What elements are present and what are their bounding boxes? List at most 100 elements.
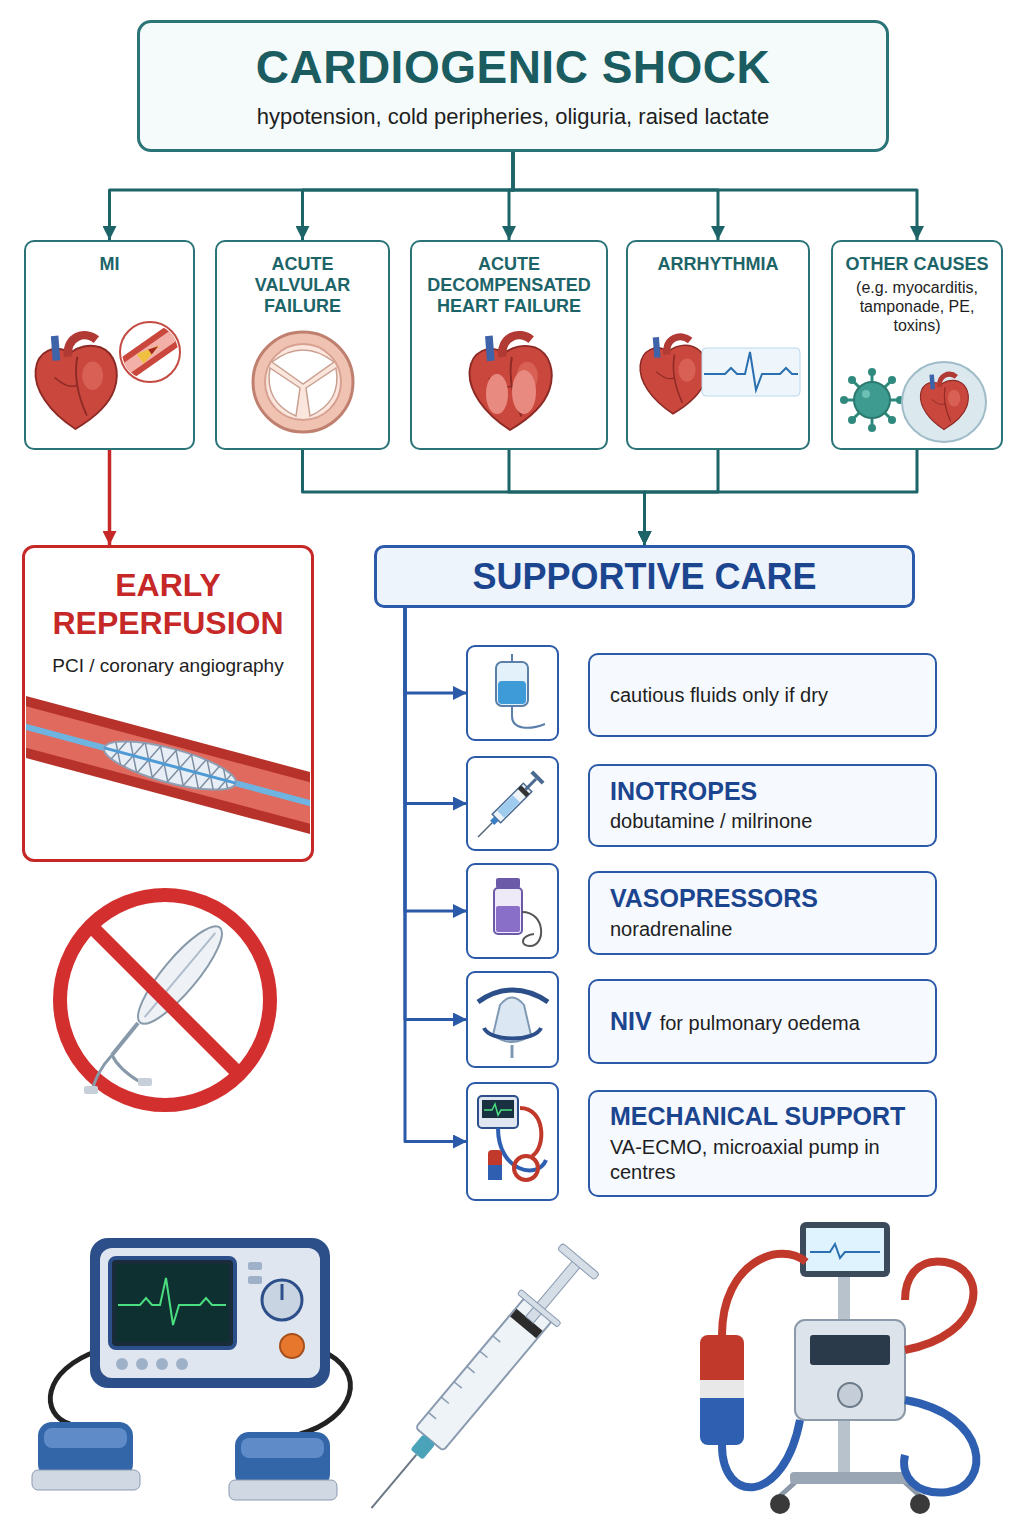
valve-illustration-part bbox=[269, 368, 300, 416]
box-heading: VASOPRESSORS bbox=[610, 884, 921, 913]
ecmo-illustration-part bbox=[806, 1228, 884, 1271]
other-causes-illustration-part bbox=[844, 372, 900, 428]
defibrillator-illustration-part bbox=[118, 1278, 226, 1325]
no-balloon-pump-symbol-part bbox=[112, 1023, 138, 1055]
syringe-illustration-part bbox=[557, 1243, 599, 1280]
therapy-row: cautious fluids only if dry bbox=[467, 646, 937, 740]
mask-icon bbox=[478, 990, 548, 1058]
ecmo-illustration-part bbox=[910, 1494, 930, 1514]
ecmo-illustration-part bbox=[790, 1472, 910, 1484]
connector bbox=[405, 608, 467, 1020]
syringe-illustration-part bbox=[428, 1336, 500, 1419]
iv-bag-icon-part bbox=[511, 654, 513, 662]
therapy-panel: INOTROPES dobutamine / milrinone bbox=[588, 764, 937, 847]
arrhythmia-illustration-part bbox=[704, 352, 798, 390]
stent-illustration-part-part bbox=[87, 725, 256, 806]
therapy-panel: cautious fluids only if dry bbox=[588, 653, 937, 737]
connector bbox=[405, 608, 467, 911]
other-causes-illustration-part-part bbox=[888, 376, 896, 384]
box-heading: INOTROPES bbox=[610, 777, 921, 806]
mi-illustration-part-part-part bbox=[114, 322, 185, 382]
valve-illustration bbox=[253, 332, 353, 432]
valve-illustration-part bbox=[306, 368, 337, 416]
mi-illustration-part-part bbox=[114, 322, 185, 382]
connector bbox=[303, 152, 514, 240]
ecmo-illustration-part bbox=[810, 1335, 890, 1365]
heart-failure-illustration-part bbox=[470, 335, 552, 430]
defibrillator-illustration-part bbox=[116, 1264, 229, 1342]
heart-failure-illustration-part bbox=[512, 370, 536, 414]
defibrillator-illustration-part bbox=[156, 1358, 168, 1370]
other-causes-illustration-part-part bbox=[888, 416, 896, 424]
iv-bag-icon-part bbox=[512, 706, 545, 728]
ecmo-illustration-part bbox=[770, 1494, 790, 1514]
syringe-illustration-part-part bbox=[467, 1366, 475, 1372]
mi-illustration-part bbox=[35, 335, 116, 429]
defibrillator-illustration-part bbox=[100, 1248, 320, 1378]
stent-illustration-part-part bbox=[26, 724, 310, 807]
mechanical-support-icon-part bbox=[482, 1100, 514, 1118]
therapy-row: VASOPRESSORS noradrenaline bbox=[467, 864, 937, 958]
ecmo-illustration-part bbox=[800, 1222, 890, 1277]
therapy-icon-boxes-part bbox=[467, 972, 558, 1067]
defibrillator-illustration-part bbox=[262, 1280, 302, 1320]
box-heading: NIV bbox=[610, 1007, 652, 1036]
therapy-panel: VASOPRESSORS noradrenaline bbox=[588, 871, 937, 955]
arrhythmia-illustration-part bbox=[640, 337, 707, 414]
therapy-row: INOTROPES dobutamine / milrinone bbox=[467, 757, 937, 850]
defibrillator-illustration-part bbox=[90, 1238, 330, 1388]
box-heading: MI bbox=[32, 254, 187, 275]
mechanical-support-icon-part bbox=[478, 1096, 518, 1128]
box-heading: SUPPORTIVE CARE bbox=[472, 556, 816, 597]
mechanical-support-icon bbox=[478, 1096, 546, 1180]
no-balloon-pump-symbol-part bbox=[60, 895, 270, 1105]
other-causes-illustration-part bbox=[920, 374, 968, 429]
ecmo-illustration bbox=[700, 1222, 976, 1514]
mechanical-support-icon-part bbox=[514, 1156, 538, 1180]
vial-icon-part bbox=[496, 878, 520, 888]
syringe-illustration-part-part bbox=[454, 1382, 462, 1388]
defibrillator-illustration-part bbox=[110, 1258, 235, 1348]
box-body: (e.g. myocarditis, tamponade, PE, toxins… bbox=[839, 278, 995, 336]
ecmo-illustration-part bbox=[722, 1254, 806, 1335]
no-balloon-pump-symbol-part-part bbox=[145, 933, 216, 1017]
connector bbox=[405, 608, 467, 804]
defibrillator-illustration-part bbox=[44, 1428, 127, 1448]
therapy-text-group: NIVfor pulmonary oedema bbox=[610, 1007, 921, 1036]
stent-illustration bbox=[26, 695, 310, 836]
connector bbox=[110, 152, 514, 240]
box-body: PCI / coronary angiography bbox=[35, 655, 301, 678]
box-heading: OTHER CAUSES bbox=[839, 254, 995, 275]
ecmo-illustration-part bbox=[700, 1380, 744, 1398]
syringe-illustration-part-part bbox=[480, 1351, 488, 1357]
therapy-text-group: VASOPRESSORS noradrenaline bbox=[610, 884, 921, 942]
iv-bag-icon bbox=[496, 654, 545, 728]
heart-failure-illustration bbox=[470, 335, 552, 430]
heart-failure-illustration-part bbox=[486, 374, 508, 414]
care-box: SUPPORTIVE CARE bbox=[374, 545, 915, 608]
box-body: dobutamine / milrinone bbox=[610, 809, 921, 834]
defibrillator-illustration-part bbox=[229, 1480, 337, 1500]
ecmo-illustration-part bbox=[795, 1320, 905, 1420]
syringe-icon-part bbox=[525, 779, 536, 790]
syringe-illustration-part-part bbox=[428, 1412, 436, 1418]
mi-illustration bbox=[35, 322, 185, 429]
vial-icon-part bbox=[496, 906, 520, 932]
connector bbox=[513, 152, 917, 240]
syringe-illustration-part bbox=[526, 1260, 581, 1323]
ecmo-illustration-part bbox=[905, 1262, 973, 1350]
syringe-icon-part bbox=[478, 823, 492, 837]
box-body: noradrenaline bbox=[610, 917, 921, 942]
other-causes-illustration-part bbox=[902, 362, 986, 442]
connector bbox=[108, 450, 112, 545]
mask-icon-part bbox=[484, 1028, 541, 1039]
box-heading: cautious fluids only if dry bbox=[610, 683, 921, 708]
box-heading: MECHANICAL SUPPORT bbox=[610, 1102, 921, 1131]
syringe-illustration-part-part bbox=[493, 1336, 501, 1342]
no-balloon-pump-symbol-part bbox=[92, 1055, 112, 1090]
syringe-illustration-part bbox=[371, 1455, 416, 1509]
connector bbox=[405, 608, 467, 1142]
defibrillator-illustration-part bbox=[32, 1470, 140, 1490]
no-balloon-pump-symbol-part bbox=[91, 926, 239, 1074]
mi-illustration-part bbox=[120, 322, 180, 382]
